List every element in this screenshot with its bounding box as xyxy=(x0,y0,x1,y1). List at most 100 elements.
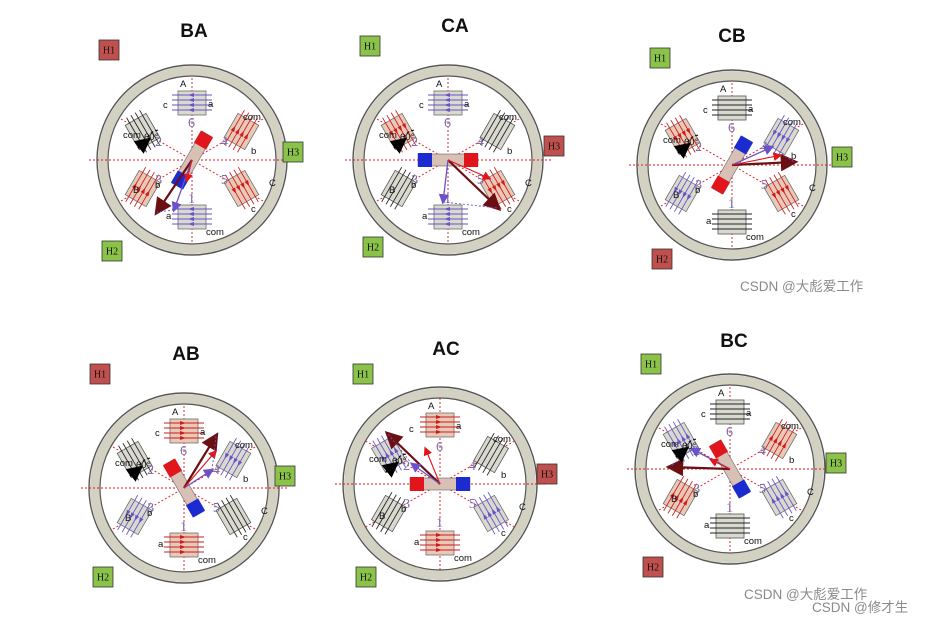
hall-sensor-label: H1 xyxy=(364,42,376,53)
winding-label-c-r: C xyxy=(261,506,268,517)
winding-label-com-bot: com xyxy=(454,553,472,564)
sector-number: 3 xyxy=(147,501,154,516)
winding-label-c-r: C xyxy=(809,183,816,194)
winding-label-c-l: c xyxy=(419,100,424,111)
winding-label-b-r: b xyxy=(501,470,506,481)
vector-sum-guide xyxy=(211,435,217,471)
coil-a-bottom xyxy=(427,204,469,230)
hall-sensor-1: H1 xyxy=(359,35,381,57)
winding-label-c-r: c xyxy=(507,204,512,215)
angle-label: 60° xyxy=(682,441,697,452)
winding-label-com-r: com xyxy=(243,112,261,123)
sector-number: 4 xyxy=(213,463,220,478)
sector-number: 3 xyxy=(693,482,700,497)
winding-label-a-top: A xyxy=(180,79,187,90)
sector-number: 3 xyxy=(695,178,702,193)
panel-title: AB xyxy=(172,344,199,365)
hall-sensor-2: H2 xyxy=(362,236,384,258)
winding-label-b-l: B xyxy=(389,185,395,196)
sector-number: 3 xyxy=(411,173,418,188)
winding-label-c-r: c xyxy=(251,204,256,215)
winding-label-com-r: com xyxy=(783,117,801,128)
sector-number: 5 xyxy=(477,173,484,188)
hall-sensor-1: H1 xyxy=(89,363,111,385)
hall-sensor-3: H3 xyxy=(543,135,565,157)
winding-label-com-bot: com xyxy=(746,232,764,243)
stator-field-vector xyxy=(731,153,799,172)
vector-sum-guide xyxy=(442,201,499,209)
angle-label: 60° xyxy=(144,132,159,143)
winding-label-b-l: b xyxy=(401,504,406,515)
hall-sensor-label: H3 xyxy=(541,470,553,481)
coil-a-top xyxy=(711,95,753,121)
hall-sensor-2: H2 xyxy=(642,556,664,578)
coil-a-top xyxy=(709,399,751,425)
hall-sensor-label: H3 xyxy=(287,148,299,159)
winding-label-c-l: c xyxy=(163,100,168,111)
stator-field-vector xyxy=(447,159,502,212)
winding-label-c-l: c xyxy=(155,428,160,439)
hall-sensor-box xyxy=(825,452,847,474)
sector-number: 4 xyxy=(761,140,768,155)
coil-a-bottom xyxy=(419,530,461,556)
hall-sensor-3: H3 xyxy=(274,465,296,487)
winding-label-b-l: B xyxy=(133,185,139,196)
phase-vector xyxy=(731,145,775,166)
hall-sensor-1: H1 xyxy=(649,47,671,69)
phase-vector-red xyxy=(731,152,783,166)
sector-number: 6 xyxy=(188,116,195,131)
winding-label-com-r: com xyxy=(499,112,517,123)
rotation-arrow xyxy=(125,465,144,482)
winding-label-b-r: b xyxy=(251,146,256,157)
hall-sensor-box xyxy=(543,135,565,157)
winding-label-b-l: b xyxy=(411,180,416,191)
rotation-arrow xyxy=(133,137,152,154)
sector-number: 3 xyxy=(155,173,162,188)
vector-sum-guide xyxy=(771,146,795,163)
rotor-south-pole xyxy=(456,477,470,491)
hall-sensor-box xyxy=(92,566,114,588)
vector-sum-guide xyxy=(156,209,175,213)
hall-sensor-box xyxy=(282,141,304,163)
sector-number: 1 xyxy=(436,516,443,531)
panel-title: AC xyxy=(432,339,460,360)
phase-vector-red xyxy=(183,449,218,489)
watermark-2: CSDN @大彪爱工作 xyxy=(744,587,867,602)
hall-sensor-label: H2 xyxy=(647,563,659,574)
sector-number: 1 xyxy=(728,197,735,212)
hall-sensor-box xyxy=(355,566,377,588)
hall-sensor-label: H1 xyxy=(357,370,369,381)
sector-number: 4 xyxy=(221,135,228,150)
rotor-north-pole xyxy=(162,458,183,478)
hall-sensor-label: H1 xyxy=(103,46,115,57)
coil-a-top xyxy=(419,412,461,438)
sector-number: 4 xyxy=(469,459,476,474)
hall-sensor-label: H1 xyxy=(94,370,106,381)
winding-label-b-l: b xyxy=(693,489,698,500)
hall-sensor-label: H2 xyxy=(656,255,668,266)
coil-a-bottom xyxy=(711,209,753,235)
vector-sum-guide xyxy=(387,433,413,465)
winding-label-com-r: com xyxy=(235,440,253,451)
winding-label-com-l: com xyxy=(663,135,681,146)
winding-label-com-r: com xyxy=(781,421,799,432)
sector-number: 5 xyxy=(213,501,220,516)
hall-sensor-label: H3 xyxy=(548,142,560,153)
hall-sensor-box xyxy=(101,240,123,262)
hall-sensor-label: H2 xyxy=(97,573,109,584)
panel-title: BA xyxy=(180,21,208,42)
sector-number: 2 xyxy=(155,135,162,150)
sector-number: 5 xyxy=(221,173,228,188)
hall-sensor-label: H2 xyxy=(367,243,379,254)
winding-label-com-l: com xyxy=(115,458,133,469)
hall-sensor-1: H1 xyxy=(352,363,374,385)
panel-title: CB xyxy=(718,26,745,47)
winding-label-a-bot: a xyxy=(704,520,710,531)
rotor-south-pole xyxy=(733,135,754,155)
hall-sensor-3: H3 xyxy=(536,463,558,485)
